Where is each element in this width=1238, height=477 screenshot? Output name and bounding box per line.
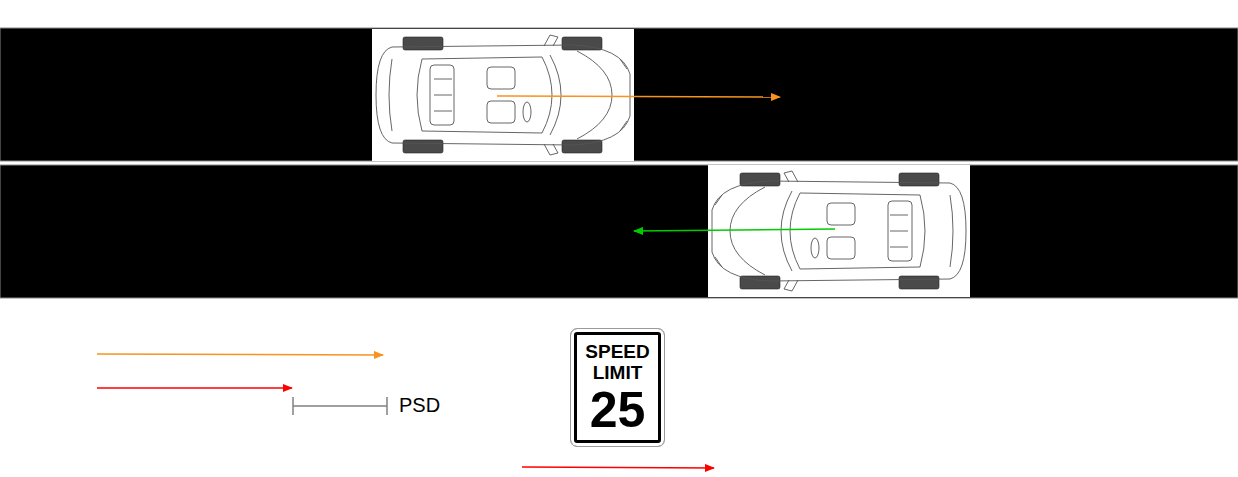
car: [372, 29, 634, 161]
velocity-arrow: [497, 96, 780, 97]
dimension-bracket: [293, 397, 387, 415]
sign-heading: SPEED LIMIT: [582, 342, 654, 383]
legend-arrow: [97, 354, 383, 355]
car: [708, 165, 970, 297]
dimension-label: PSD: [399, 394, 440, 417]
lane: [0, 28, 1238, 161]
lane: [0, 165, 1238, 298]
velocity-arrow: [634, 229, 835, 231]
legend-arrow: [522, 467, 714, 468]
speed-value: 25: [578, 385, 658, 435]
speed-limit-sign: SPEED LIMIT25: [570, 328, 665, 447]
legend-arrow: [97, 387, 292, 389]
